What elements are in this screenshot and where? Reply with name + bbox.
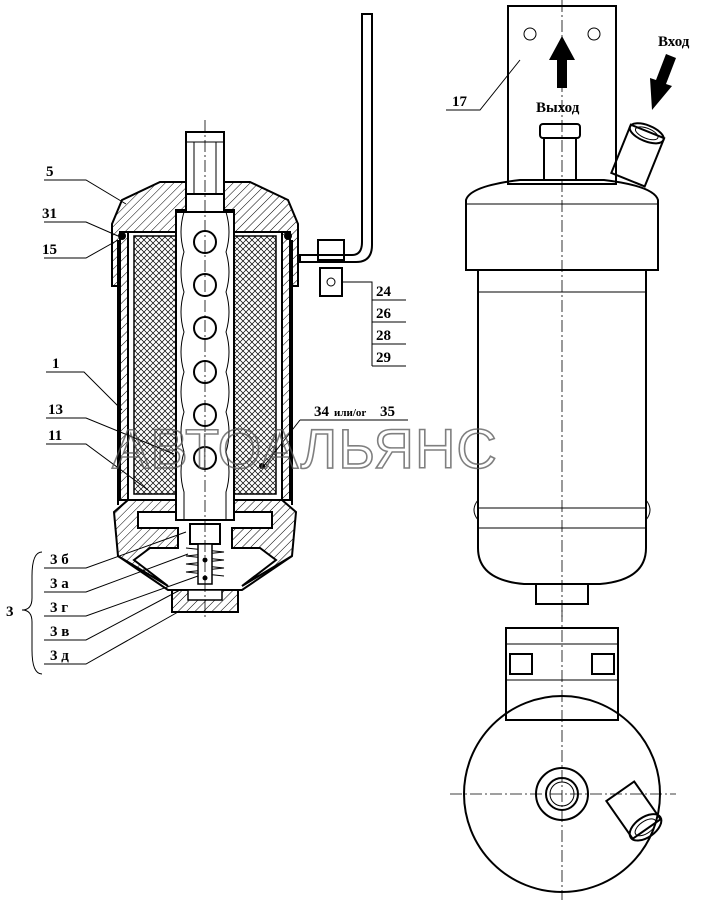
outlet-fitting (539, 123, 581, 139)
label-3: 3 (6, 604, 14, 620)
label-26: 26 (376, 306, 392, 322)
label-3a: 3 а (50, 576, 69, 592)
label-inlet: Вход (658, 34, 690, 50)
filter-element-left (133, 235, 177, 495)
mounting-bracket (299, 13, 373, 263)
label-29: 29 (376, 350, 391, 366)
section-view (111, 13, 373, 620)
label-24: 24 (376, 284, 392, 300)
end-view (450, 610, 676, 900)
inlet-arrow-icon (650, 54, 676, 110)
label-28: 28 (376, 328, 391, 344)
bracket-hole (587, 27, 601, 41)
label-3d: 3 д (50, 648, 69, 664)
part-labels: 5 31 15 1 13 11 3 3 б 3 а 3 г 3 в 3 д 24… (6, 34, 690, 664)
outlet-arrow-icon (549, 36, 575, 88)
bracket-hole (523, 27, 537, 41)
label-5: 5 (46, 164, 54, 180)
label-11: 11 (48, 428, 62, 444)
hex-bolt (591, 653, 615, 675)
bottom-bowl (112, 499, 179, 587)
drier-bottom-plug (535, 583, 589, 605)
label-17: 17 (452, 94, 468, 110)
exterior-view (465, 0, 676, 620)
label-34: 34 (314, 404, 330, 420)
bracket-bolt (317, 239, 345, 261)
drier-body (477, 269, 647, 585)
label-1: 1 (52, 356, 60, 372)
o-ring (284, 232, 292, 240)
label-31: 31 (42, 206, 57, 222)
watermark: АВТОАЛЬЯНС (112, 417, 498, 480)
label-3v: 3 в (50, 624, 69, 640)
drier-top-cap (465, 179, 659, 271)
filter-element-right (233, 235, 277, 495)
label-3g: 3 г (50, 600, 68, 616)
housing-wall-right (281, 231, 291, 501)
label-3b: 3 б (50, 552, 69, 568)
inlet-fitting (610, 122, 666, 188)
o-ring (118, 232, 126, 240)
label-35: 35 (380, 404, 395, 420)
outlet-port (535, 767, 589, 821)
leader-lines (21, 179, 408, 675)
label-outlet: Выход (536, 100, 580, 116)
label-34-or: или/or (334, 407, 366, 419)
label-15: 15 (42, 242, 57, 258)
inlet-port (604, 780, 663, 842)
label-13: 13 (48, 402, 63, 418)
perforated-tube (175, 211, 235, 521)
hex-bolt (509, 653, 533, 675)
